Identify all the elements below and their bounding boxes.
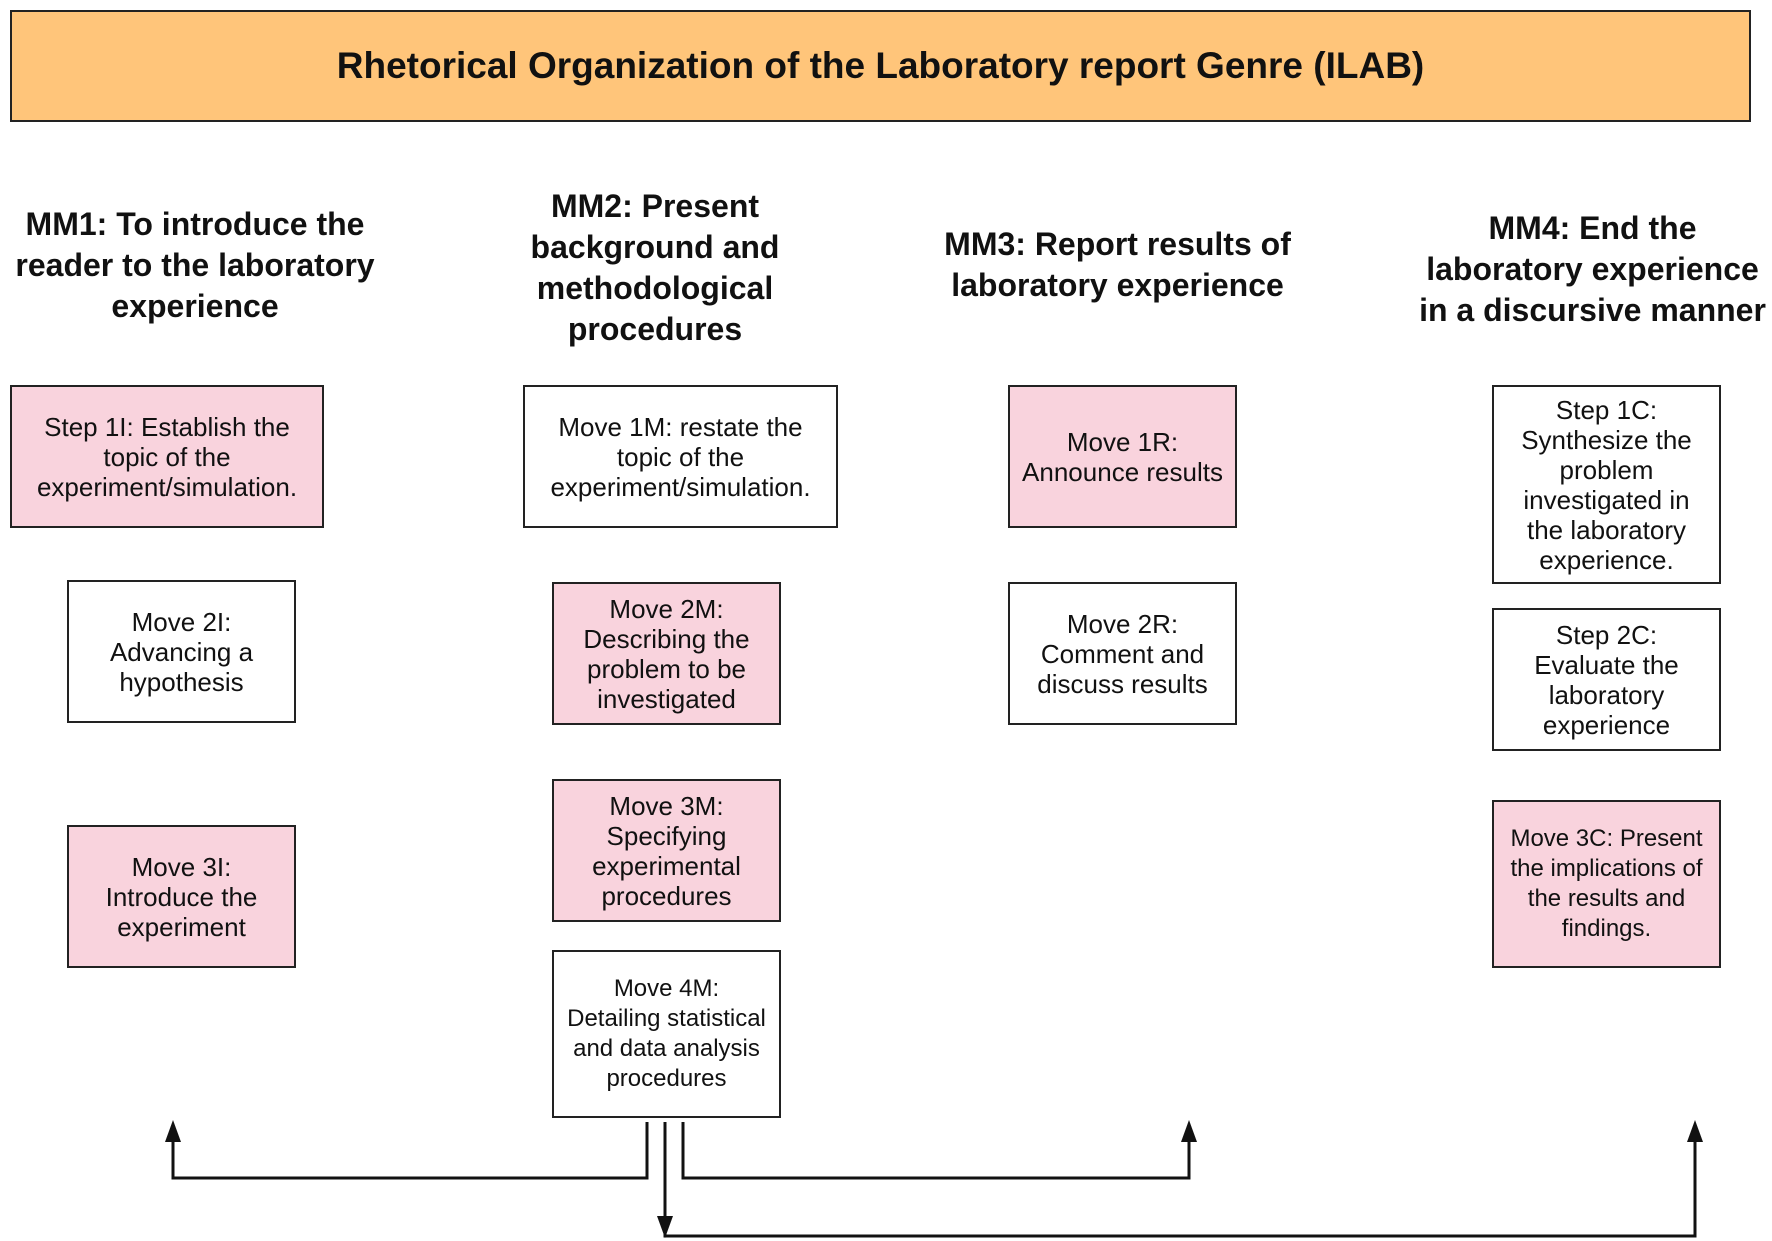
arrow-to-mm1	[171, 1122, 649, 1180]
heading-mm3: MM3: Report results of laboratory experi…	[944, 226, 1291, 303]
box-step-2c: Step 2C: Evaluate the laboratory experie…	[1492, 608, 1721, 751]
heading-mm4: MM4: End the laboratory experience in a …	[1419, 210, 1766, 328]
box-move-2i: Move 2I: Advancing a hypothesis	[67, 580, 296, 723]
arrowhead-mm3	[1181, 1120, 1197, 1142]
box-move-3i: Move 3I: Introduce the experiment	[67, 825, 296, 968]
box-move-3m: Move 3M: Specifying experimental procedu…	[552, 779, 781, 922]
arrowhead-mm1	[165, 1120, 181, 1142]
box-move-1r: Move 1R: Announce results	[1008, 385, 1237, 528]
diagram-title: Rhetorical Organization of the Laborator…	[10, 10, 1751, 122]
heading-mm1: MM1: To introduce the reader to the labo…	[15, 205, 375, 324]
arrowhead-mm4	[1687, 1120, 1703, 1142]
box-move-3c: Move 3C: Present the implications of the…	[1492, 800, 1721, 968]
heading-mm2: MM2: Present background and methodologic…	[530, 187, 780, 347]
arrowhead-center	[657, 1216, 673, 1238]
box-step-1i: Step 1I: Establish the topic of the expe…	[10, 385, 324, 528]
arrow-to-mm4	[663, 1122, 1697, 1238]
box-move-1m: Move 1M: restate the topic of the experi…	[523, 385, 838, 528]
box-move-2r: Move 2R: Comment and discuss results	[1008, 582, 1237, 725]
box-move-4m: Move 4M: Detailing statistical and data …	[552, 950, 781, 1118]
box-move-2m: Move 2M: Describing the problem to be in…	[552, 582, 781, 725]
box-step-1c: Step 1C: Synthesize the problem investig…	[1492, 385, 1721, 584]
arrow-to-mm3	[681, 1122, 1191, 1180]
